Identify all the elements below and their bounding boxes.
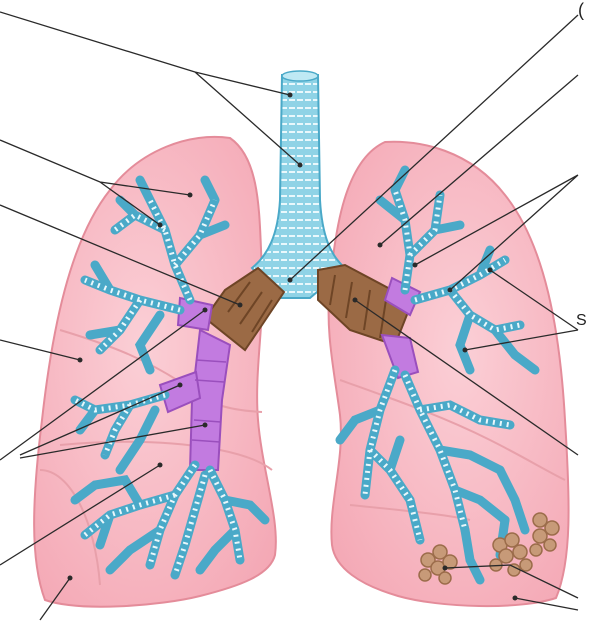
edge-glyph-mid-right: S	[576, 312, 587, 330]
trachea-top	[282, 71, 318, 81]
edge-glyph-top-right: (	[578, 0, 584, 21]
trachea	[252, 71, 345, 298]
trachea-tube	[252, 75, 345, 298]
leader-trachea	[0, 12, 300, 165]
